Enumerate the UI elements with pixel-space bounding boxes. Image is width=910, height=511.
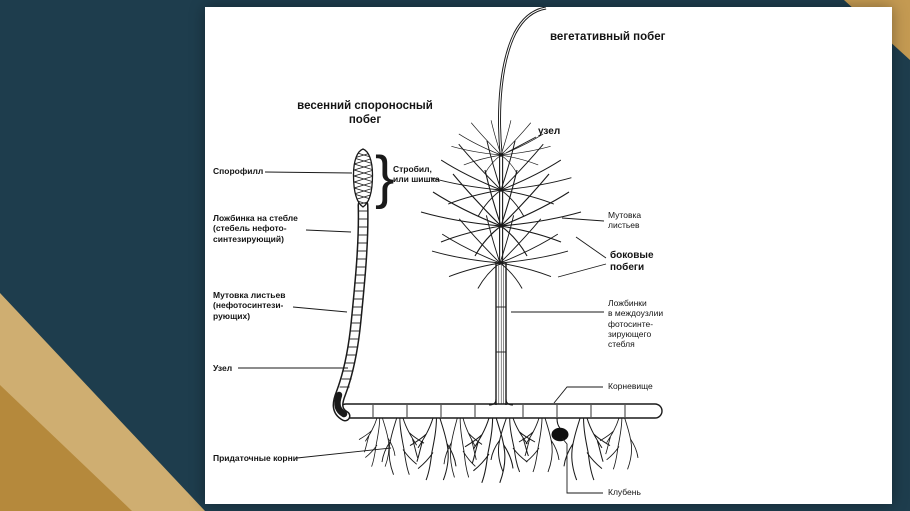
label-strobilus: Стробил, или шишка xyxy=(393,164,440,185)
label-node-left: Узел xyxy=(213,363,233,373)
strobilus-cone xyxy=(352,148,374,208)
strobilus-brace: } xyxy=(375,145,394,210)
label-pointer-lines xyxy=(238,136,607,494)
stem-segments xyxy=(339,210,369,388)
label-lateral-shoots: боковые побеги xyxy=(610,250,654,274)
rhizome-drawing xyxy=(338,403,663,419)
label-leaf-whorl-right: Мутовка листьев xyxy=(608,210,642,231)
diagram-panel: } весенний спороносный побег вегетативны… xyxy=(205,7,892,504)
equisetum-illustration: } xyxy=(238,7,663,494)
title-spring-spore-shoot: весенний спороносный побег xyxy=(297,100,433,127)
spore-shoot-drawing xyxy=(332,148,374,422)
label-tuber: Клубень xyxy=(608,487,641,497)
label-sporophyll: Спорофилл xyxy=(213,166,264,176)
roots-drawing xyxy=(358,417,639,484)
label-leaf-whorl-left: Мутовка листьев (нефотосинтези- рующих) xyxy=(213,290,286,321)
vegetative-shoot-drawing xyxy=(420,7,582,406)
tuber-drawing xyxy=(551,417,569,442)
label-stem-groove: Ложбинка на стебле (стебель нефото- синт… xyxy=(213,213,298,244)
label-internode-grooves: Ложбинки в междоузлии фотосинте- зирующе… xyxy=(608,298,664,350)
title-vegetative-shoot: вегетативный побег xyxy=(550,31,666,43)
label-node-right: узел xyxy=(538,126,561,137)
label-rhizome: Корневище xyxy=(608,381,653,391)
label-adventitious-roots: Придаточные корни xyxy=(213,453,298,463)
